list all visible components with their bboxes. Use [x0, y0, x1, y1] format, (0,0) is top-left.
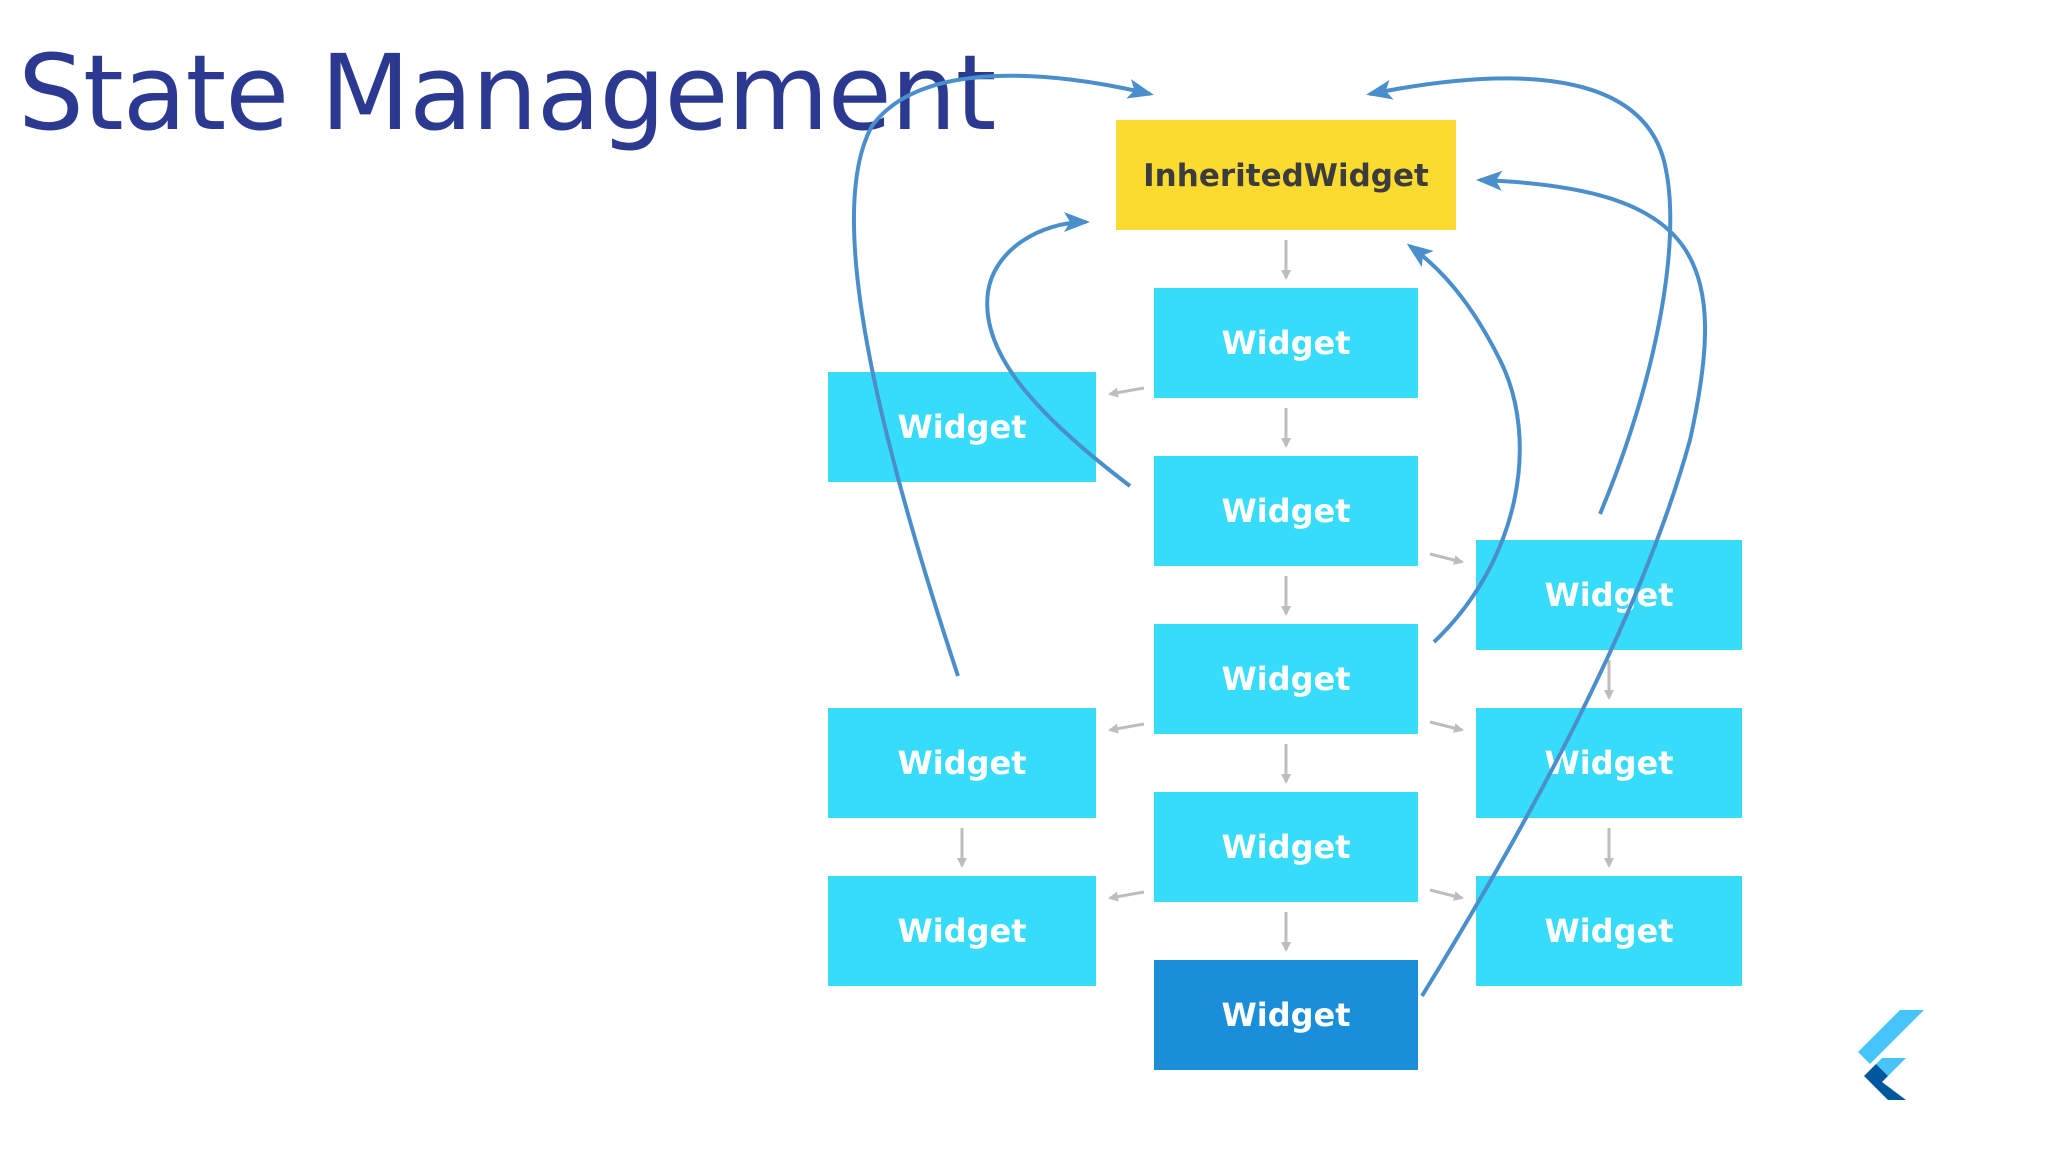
tree-edges — [957, 240, 1614, 952]
tree-edge-c3-l2 — [1108, 722, 1145, 734]
node-box — [1476, 876, 1742, 986]
node-c1: Widget — [1154, 288, 1418, 398]
tree-edge-c2-r1 — [1429, 552, 1464, 565]
node-label: InheritedWidget — [1143, 158, 1429, 194]
node-box — [1116, 120, 1456, 230]
node-box — [828, 708, 1096, 818]
node-c3: Widget — [1154, 624, 1418, 734]
node-box — [1154, 288, 1418, 398]
node-c2: Widget — [1154, 456, 1418, 566]
node-c5: Widget — [1154, 960, 1418, 1070]
tree-edge-c3-r2 — [1429, 720, 1464, 733]
node-l1: Widget — [828, 372, 1096, 482]
flutter-logo-icon — [1858, 1010, 1924, 1100]
access-arrow-c3 — [1406, 243, 1522, 644]
node-l2: Widget — [828, 708, 1096, 818]
node-label: Widget — [897, 744, 1026, 782]
node-label: Widget — [1221, 996, 1350, 1034]
node-box — [1154, 456, 1418, 566]
node-box — [828, 876, 1096, 986]
slide-title: State Management — [18, 32, 996, 154]
tree-edge-c1-l1 — [1108, 386, 1145, 398]
flutter-logo-top-bar — [1858, 1010, 1924, 1064]
node-label: Widget — [1544, 912, 1673, 950]
node-box — [1154, 792, 1418, 902]
node-box — [1154, 624, 1418, 734]
node-box — [1476, 540, 1742, 650]
node-r2: Widget — [1476, 708, 1742, 818]
node-label: Widget — [1221, 660, 1350, 698]
node-label: Widget — [1544, 744, 1673, 782]
tree-edge-c4-r3 — [1429, 888, 1464, 901]
nodes-layer: InheritedWidgetWidgetWidgetWidgetWidgetW… — [828, 120, 1742, 1070]
node-label: Widget — [1221, 324, 1350, 362]
node-label: Widget — [1544, 576, 1673, 614]
node-label: Widget — [897, 408, 1026, 446]
node-r3: Widget — [1476, 876, 1742, 986]
access-arrow-l2 — [851, 73, 1154, 677]
access-arrow-c2 — [985, 212, 1132, 488]
node-label: Widget — [897, 912, 1026, 950]
node-label: Widget — [1221, 492, 1350, 530]
node-l3: Widget — [828, 876, 1096, 986]
tree-edge-c4-l3 — [1108, 890, 1145, 902]
node-c4: Widget — [1154, 792, 1418, 902]
node-r1: Widget — [1476, 540, 1742, 650]
node-box — [1154, 960, 1418, 1070]
access-arrows — [851, 73, 1708, 998]
node-box — [1476, 708, 1742, 818]
access-arrow-r1 — [1366, 76, 1673, 515]
access-arrow-c5 — [1420, 170, 1708, 998]
flutter-logo-lower-dark — [1864, 1064, 1906, 1100]
node-box — [828, 372, 1096, 482]
node-inherited: InheritedWidget — [1116, 120, 1456, 230]
node-label: Widget — [1221, 828, 1350, 866]
